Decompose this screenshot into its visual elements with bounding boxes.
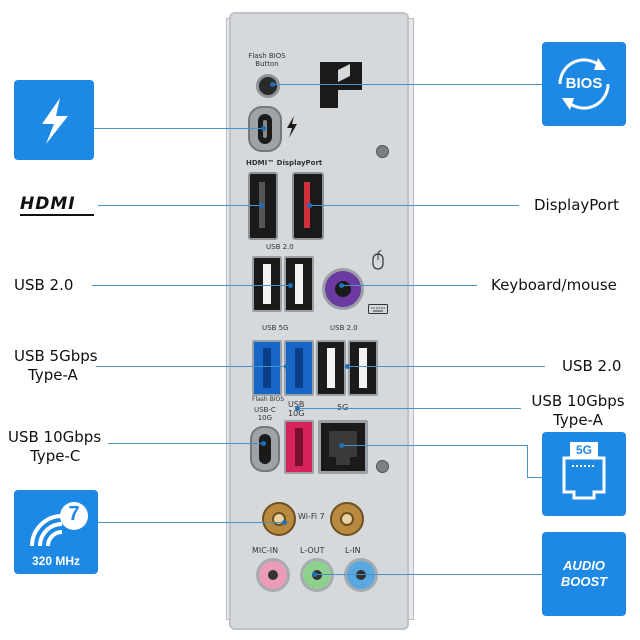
usb5g-label: USB 5G <box>262 324 289 332</box>
pointer-dot <box>259 203 264 208</box>
pointer-dot <box>282 520 287 525</box>
ps2-port[interactable] <box>322 268 364 310</box>
line-lan-vertical <box>527 445 528 477</box>
usb20-label-top: USB 2.0 <box>266 243 294 251</box>
l-in-label: L-IN <box>345 546 361 555</box>
hdmi-logo: HDMI <box>20 196 94 216</box>
mic-in-label: MIC-IN <box>252 546 279 555</box>
line-usbc <box>108 443 264 444</box>
pointer-dot <box>339 283 344 288</box>
line-bios <box>274 84 542 85</box>
pointer-dot <box>288 283 293 288</box>
wifi7-mhz: 320 MHz <box>31 554 81 568</box>
line-hdmi <box>98 205 262 206</box>
line-usb20-right <box>349 366 545 367</box>
wifi7-badge: 7 320 MHz <box>14 490 98 574</box>
pointer-dot <box>284 364 289 369</box>
hdmi-displayport-label: HDMI™ DisplayPort <box>246 159 323 167</box>
displayport-label: DisplayPort <box>534 196 620 214</box>
thunderbolt-badge <box>14 80 94 160</box>
wifi-antenna-connector-2[interactable] <box>330 502 364 536</box>
wifi7-icon <box>30 502 88 547</box>
usb20-port-1[interactable] <box>252 256 282 312</box>
keyboard-icon <box>368 304 388 314</box>
panel-screw <box>376 145 389 158</box>
bios-refresh-icon <box>558 58 610 110</box>
pointer-dot <box>307 203 312 208</box>
usb20-port-3[interactable] <box>316 340 346 396</box>
line-usb5g <box>96 366 286 367</box>
wifi7-label: Wi-Fi 7 <box>298 512 325 521</box>
l-out-label: L-OUT <box>300 546 325 555</box>
lan-5g-label: 5G <box>337 403 348 412</box>
bios-badge: BIOS <box>542 42 626 126</box>
line-out-jack[interactable] <box>300 558 334 592</box>
mic-in-jack[interactable] <box>256 558 290 592</box>
line-in-jack[interactable] <box>344 558 378 592</box>
usb20-right-label: USB 2.0 <box>562 357 622 375</box>
lan-badge-text: 5G <box>570 442 598 458</box>
usb20-left-label: USB 2.0 <box>14 276 74 294</box>
pointer-dot <box>339 443 344 448</box>
line-usb20-left <box>92 285 290 286</box>
wifi7-number: 7 <box>68 503 80 525</box>
usb10g-port[interactable] <box>284 420 314 474</box>
thunderbolt-small-icon <box>287 116 297 138</box>
pointer-dot <box>261 126 266 131</box>
pointer-dot <box>295 406 300 411</box>
usb5g-port-2[interactable] <box>284 340 314 396</box>
usb20-label-mid: USB 2.0 <box>330 324 358 332</box>
pointer-dot <box>345 364 350 369</box>
line-lan-end <box>527 477 542 478</box>
thunderbolt-icon <box>42 98 68 144</box>
line-thunderbolt <box>94 128 264 129</box>
line-audio <box>316 574 542 575</box>
wifi-antenna-connector-1[interactable] <box>262 502 296 536</box>
mouse-icon <box>372 250 384 270</box>
pointer-dot <box>312 572 317 577</box>
pointer-dot <box>270 82 275 87</box>
brand-logo <box>320 62 362 108</box>
line-lan <box>343 445 527 446</box>
usb-c-10g-port[interactable] <box>250 426 280 472</box>
bios-badge-text: BIOS <box>565 75 603 92</box>
line-displayport <box>311 205 519 206</box>
usb20-port-4[interactable] <box>348 340 378 396</box>
line-keyboard <box>343 285 477 286</box>
line-usb10g <box>299 408 521 409</box>
keyboard-mouse-label: Keyboard/mouse <box>491 276 617 294</box>
lan-badge: 5G <box>542 432 626 516</box>
panel-screw-2 <box>376 460 389 473</box>
lan-port-icon <box>562 456 606 500</box>
usb5g-port-1[interactable] <box>252 340 282 396</box>
flash-bios-port-label: Flash BIOS <box>252 396 285 403</box>
pointer-dot <box>261 441 266 446</box>
line-wifi <box>98 522 284 523</box>
flash-bios-button[interactable] <box>256 74 280 98</box>
